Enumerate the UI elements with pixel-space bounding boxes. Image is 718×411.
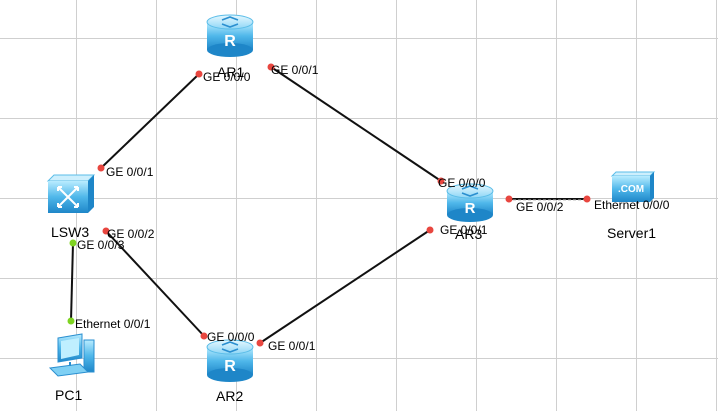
ar2-label: AR2 (216, 388, 243, 404)
port-labels: GE 0/0/0 GE 0/0/1 GE 0/0/1 GE 0/0/2 GE 0… (75, 63, 670, 353)
pc1-pc-icon[interactable] (48, 333, 95, 377)
ar1-label: AR1 (217, 64, 244, 80)
port-dot-lsw3-g001 (97, 164, 105, 172)
port-label-ar1-g000: GE 0/0/0 (203, 70, 251, 84)
ar3-label: AR3 (455, 226, 482, 242)
port-label-ar3-g000: GE 0/0/0 (438, 176, 486, 190)
port-dot-ar2-g001 (256, 339, 264, 347)
svg-text:R: R (224, 358, 236, 375)
port-indicators (67, 63, 591, 347)
svg-text:R: R (224, 33, 236, 50)
port-dot-lsw3-g002 (102, 227, 110, 235)
port-label-ar2-g001: GE 0/0/1 (268, 339, 316, 353)
port-label-lsw3-g002: GE 0/0/2 (107, 227, 155, 241)
port-label-ar3-g001: GE 0/0/1 (440, 223, 488, 237)
server1-badge: .COM (618, 184, 644, 195)
link-ar2-ar3[interactable] (259, 229, 431, 344)
link-ar1-lsw3[interactable] (100, 73, 200, 169)
ar2-router-icon[interactable]: R (206, 339, 254, 382)
lsw3-switch-icon[interactable] (46, 174, 96, 213)
ar1-router-icon[interactable]: R (206, 14, 254, 57)
link-lsw3-pc1[interactable] (70, 242, 74, 322)
port-dot-ar1-g000 (195, 70, 203, 78)
links (70, 66, 587, 344)
svg-text:R: R (465, 200, 476, 217)
port-label-ar2-g000: GE 0/0/0 (207, 330, 255, 344)
port-dot-lsw3-g003 (69, 239, 77, 247)
link-ar1-ar3[interactable] (270, 66, 442, 182)
port-dot-ar3-g000 (437, 177, 445, 185)
lsw3-label: LSW3 (51, 224, 89, 240)
port-label-ar1-g001: GE 0/0/1 (271, 63, 319, 77)
port-dot-ar1-g001 (267, 63, 275, 71)
port-dot-pc1-eth001 (67, 317, 75, 325)
port-label-ar3-g002: GE 0/0/2 (516, 200, 564, 214)
port-label-lsw3-g003: GE 0/0/3 (77, 238, 125, 252)
port-label-lsw3-g001: GE 0/0/1 (106, 165, 154, 179)
pc1-label: PC1 (55, 387, 82, 403)
port-dot-ar2-g000 (200, 332, 208, 340)
port-label-pc1-eth001: Ethernet 0/0/1 (75, 317, 151, 331)
link-lsw3-ar2[interactable] (105, 230, 205, 337)
ar3-router-icon[interactable]: R (446, 183, 494, 222)
port-dot-ar3-g001 (426, 226, 434, 234)
port-label-server1-eth000: Ethernet 0/0/0 (594, 198, 670, 212)
server1-label: Server1 (607, 225, 656, 241)
server1-server-icon[interactable]: .COM (610, 171, 656, 202)
port-dot-server1-eth000 (583, 195, 591, 203)
port-dot-ar3-g002 (505, 195, 513, 203)
